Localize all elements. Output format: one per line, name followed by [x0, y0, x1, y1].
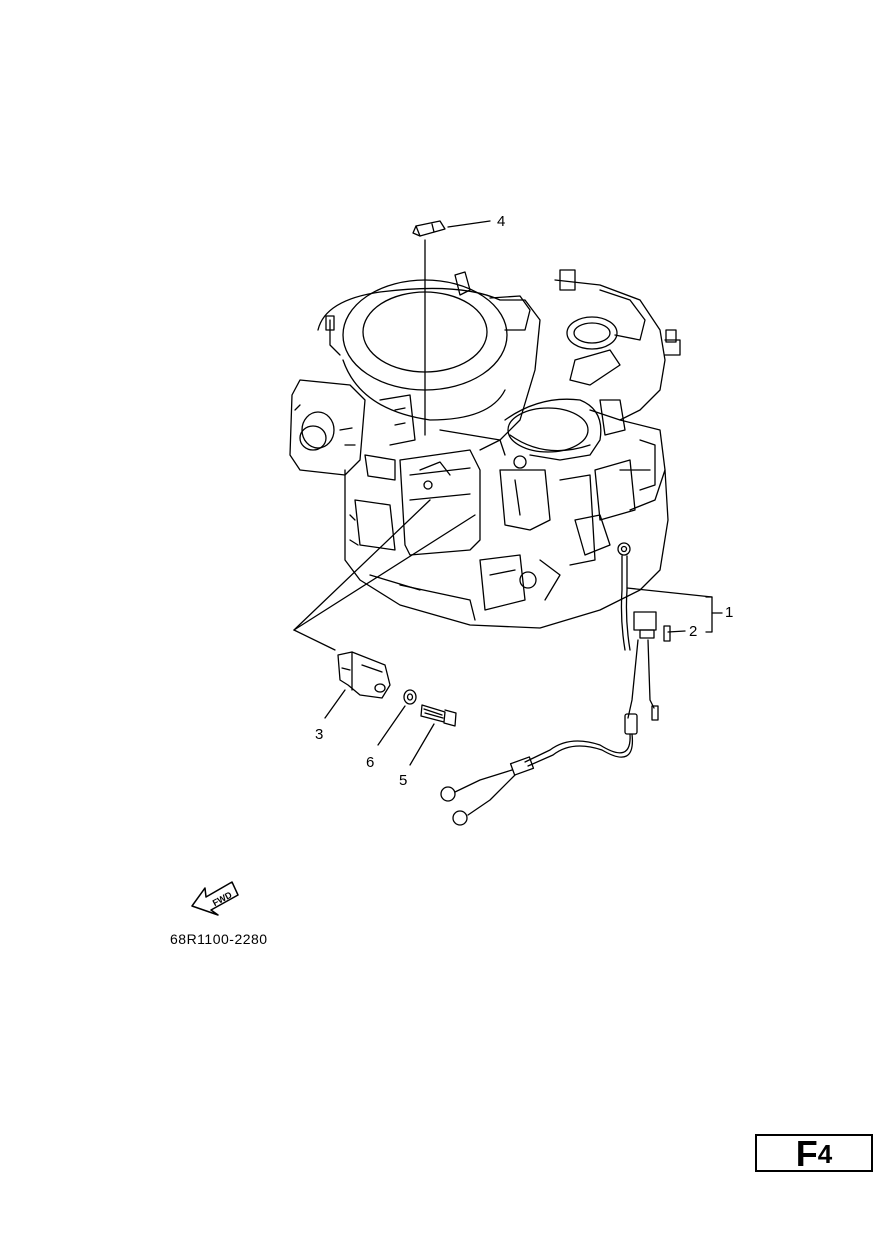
part-1-wire-harness: [440, 542, 723, 826]
part-5-bolt: [409, 704, 457, 766]
callout-3: 3: [315, 726, 324, 743]
page-number: 4: [817, 1139, 833, 1169]
callout-2: 2: [689, 623, 698, 640]
assembly-leader-lines: [293, 499, 476, 651]
engine-block: [289, 269, 681, 629]
callout-1: 1: [725, 604, 734, 621]
part-3-bracket: [324, 651, 391, 719]
part-number: 68R1100-2280: [170, 931, 268, 947]
callout-5: 5: [399, 772, 408, 789]
page-indicator: F4: [755, 1134, 873, 1172]
callout-6: 6: [366, 754, 375, 771]
part-6-washer: [377, 689, 417, 746]
page-letter: F: [795, 1133, 818, 1174]
part-2-fuse: [663, 625, 686, 642]
part-4-plug-cap: [412, 220, 491, 436]
fwd-arrow-icon: FWD: [191, 881, 239, 916]
callout-4: 4: [497, 213, 506, 230]
